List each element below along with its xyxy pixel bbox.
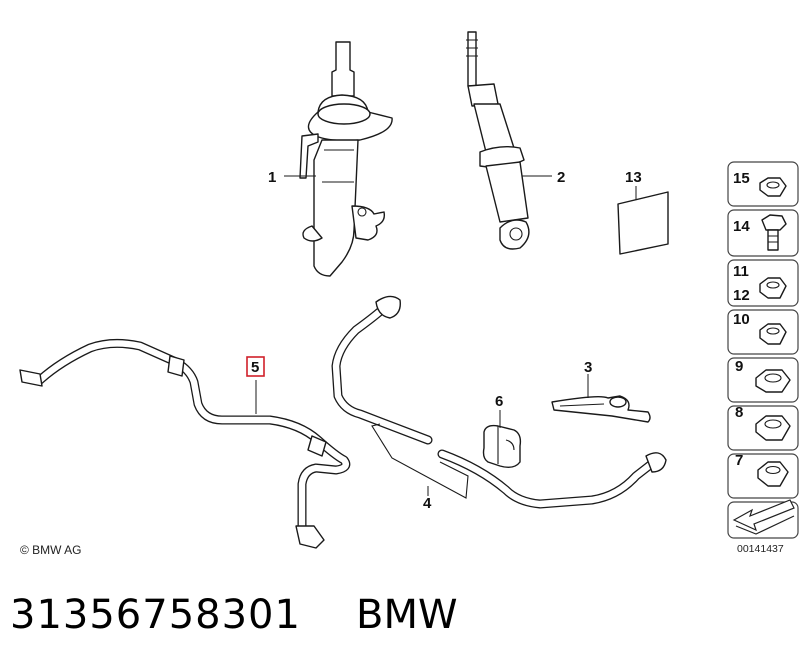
part-bracket[interactable] xyxy=(551,395,651,423)
part-nut-9[interactable]: 9 xyxy=(727,357,799,403)
callout-10: 10 xyxy=(733,311,750,328)
callout-2: 2 xyxy=(557,169,565,186)
direction-arrow-box xyxy=(727,499,799,539)
callout-3: 3 xyxy=(584,359,592,376)
callout-9: 9 xyxy=(735,358,743,375)
part-number: 31356758301 xyxy=(10,592,301,638)
callout-6: 6 xyxy=(495,393,503,410)
part-shock[interactable] xyxy=(466,31,530,250)
part-label-sheet[interactable] xyxy=(617,191,669,255)
part-stabilizer-bar-right[interactable] xyxy=(331,295,667,509)
forward-arrow-icon xyxy=(732,499,795,532)
callout-1: 1 xyxy=(268,169,276,186)
callout-14: 14 xyxy=(733,218,750,235)
part-nut-11-12[interactable]: 11 12 xyxy=(727,259,799,307)
part-nut-8[interactable]: 8 xyxy=(727,404,799,451)
callout-5: 5 xyxy=(251,359,259,376)
callout-7: 7 xyxy=(735,452,743,469)
callout-12: 12 xyxy=(733,287,750,304)
part-nut-10[interactable]: 10 xyxy=(727,309,799,355)
callout-11: 11 xyxy=(733,263,749,280)
callout-5-highlight[interactable]: 5 xyxy=(246,356,265,377)
callout-13: 13 xyxy=(625,169,642,186)
copyright-text: © BMW AG xyxy=(20,543,82,557)
callout-8: 8 xyxy=(735,404,743,421)
callout-15: 15 xyxy=(733,170,750,187)
small-parts-column: 15 14 11 12 10 9 xyxy=(727,161,799,539)
part-stabilizer-bar-left[interactable] xyxy=(19,338,351,549)
part-nut-7[interactable]: 7 xyxy=(727,452,799,499)
part-bolt-14[interactable]: 14 xyxy=(727,209,799,257)
image-id: 00141437 xyxy=(737,543,784,555)
part-nut-15[interactable]: 15 xyxy=(727,161,799,207)
part-bushing[interactable] xyxy=(482,424,522,469)
part-strut[interactable] xyxy=(299,41,393,277)
callout-4: 4 xyxy=(423,495,432,512)
leader-lines xyxy=(255,175,637,496)
brand-name: BMW xyxy=(356,592,458,638)
